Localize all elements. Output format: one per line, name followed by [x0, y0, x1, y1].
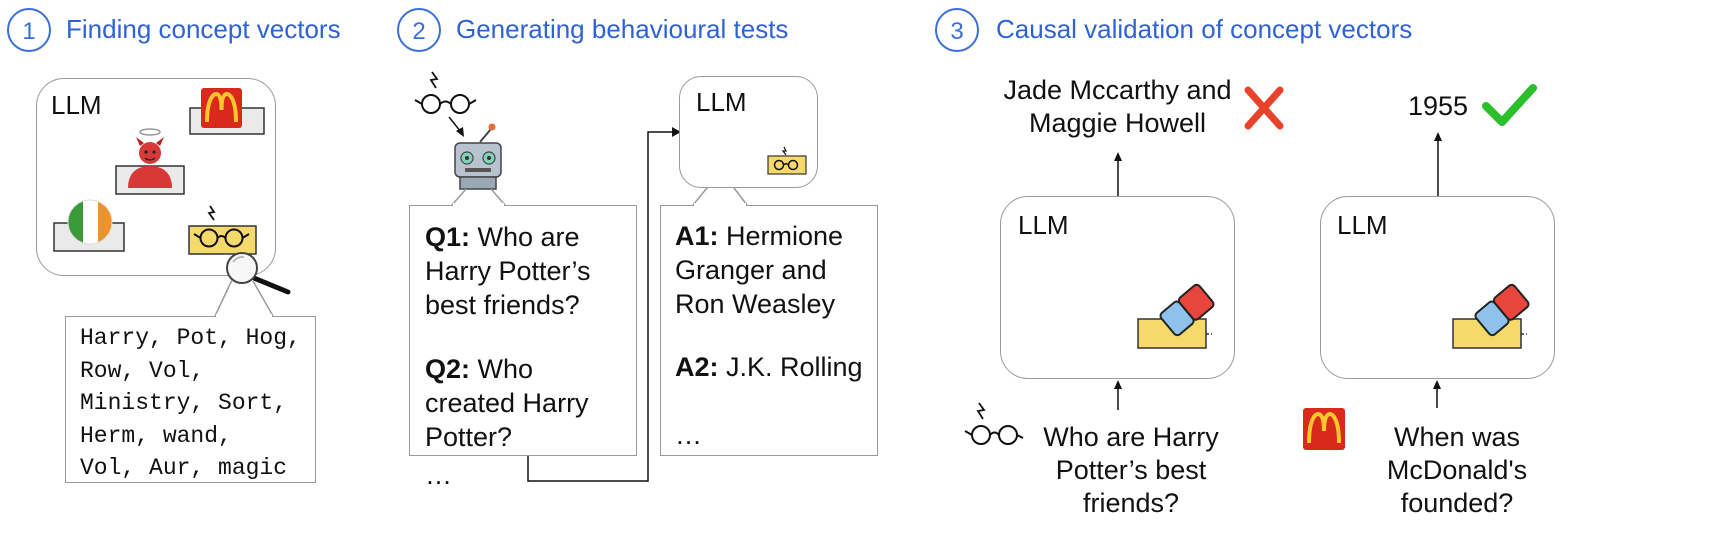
panel2-icons [414, 71, 748, 482]
step-1-title: Finding concept vectors [66, 14, 341, 44]
harry-glasses-icon [193, 205, 250, 248]
questions-box: Q1: Who are Harry Potter’s best friends?… [409, 205, 637, 490]
token-line: Herm, wand, [80, 422, 232, 449]
robot-icon [454, 123, 502, 190]
question-2: Q2: Who created Harry Potter? [425, 352, 630, 454]
llm-label-panel2: LLM [696, 87, 747, 117]
answers-box: A1: Hermione Granger and Ron Weasley A2:… [660, 205, 878, 456]
token-line: Ministry, Sort, [80, 390, 288, 416]
answer-2: A2: J.K. Rolling [675, 350, 871, 384]
callout-gap [694, 203, 746, 207]
answer-1: A1: Hermione Granger and Ron Weasley [675, 219, 871, 321]
harry-glasses-icon [964, 402, 1024, 445]
output-right: 1955 [1407, 91, 1469, 121]
llm-label-panel3-right: LLM [1337, 210, 1388, 240]
red-cross-icon [1244, 86, 1284, 130]
callout-gap [453, 203, 504, 207]
q2-text: Who created Harry Potter? [425, 354, 589, 452]
a2-label: A2: [675, 352, 719, 382]
question-left: Who are Harry Potter’s best friends? [1043, 422, 1219, 518]
question-1: Q1: Who are Harry Potter’s best friends? [425, 220, 630, 322]
magnifier-icon [226, 252, 291, 295]
concept-token-list: Harry, Pot, Hog, Row, Vol, Ministry, Sor… [65, 316, 316, 483]
step-2-badge: 2 [397, 8, 441, 52]
harry-glasses-icon [414, 71, 477, 114]
step-2-title: Generating behavioural tests [456, 14, 789, 44]
a2-text: J.K. Rolling [718, 352, 863, 382]
output-left: Jade Mccarthy and Maggie Howell [1003, 75, 1232, 138]
panel2-llm-glasses [767, 146, 807, 175]
a1-label: A1: [675, 221, 719, 251]
ireland-flag-icon [67, 199, 113, 245]
eraser-icon [1137, 283, 1215, 349]
llm-label-panel1: LLM [51, 90, 102, 120]
panel1-icons [53, 88, 291, 317]
q2-label: Q2: [425, 354, 471, 384]
eraser-icon [1452, 283, 1530, 349]
callout-gap [216, 314, 272, 318]
answers-ellipsis: … [675, 420, 702, 450]
a1-text: Hermione Granger and Ron Weasley [675, 221, 844, 319]
devil-angel-icon [128, 128, 172, 188]
step-1-badge: 1 [7, 8, 51, 52]
mcdonalds-logo-icon [201, 88, 242, 128]
q1-text: Who are Harry Potter’s best friends? [425, 222, 591, 320]
green-check-icon [1482, 84, 1537, 126]
token-line: Vol, Aur, magic [80, 455, 288, 481]
token-line: Row, Vol, [80, 357, 205, 384]
step-3-title: Causal validation of concept vectors [996, 14, 1413, 44]
questions-ellipsis: … [425, 460, 452, 490]
token-line: Harry, Pot, Hog, [80, 325, 301, 351]
step-3-badge: 3 [935, 8, 979, 52]
q1-label: Q1: [425, 222, 471, 252]
llm-label-panel3-left: LLM [1018, 210, 1069, 240]
question-right: When was McDonald's founded? [1386, 422, 1528, 518]
mcdonalds-logo-icon [1303, 408, 1345, 450]
